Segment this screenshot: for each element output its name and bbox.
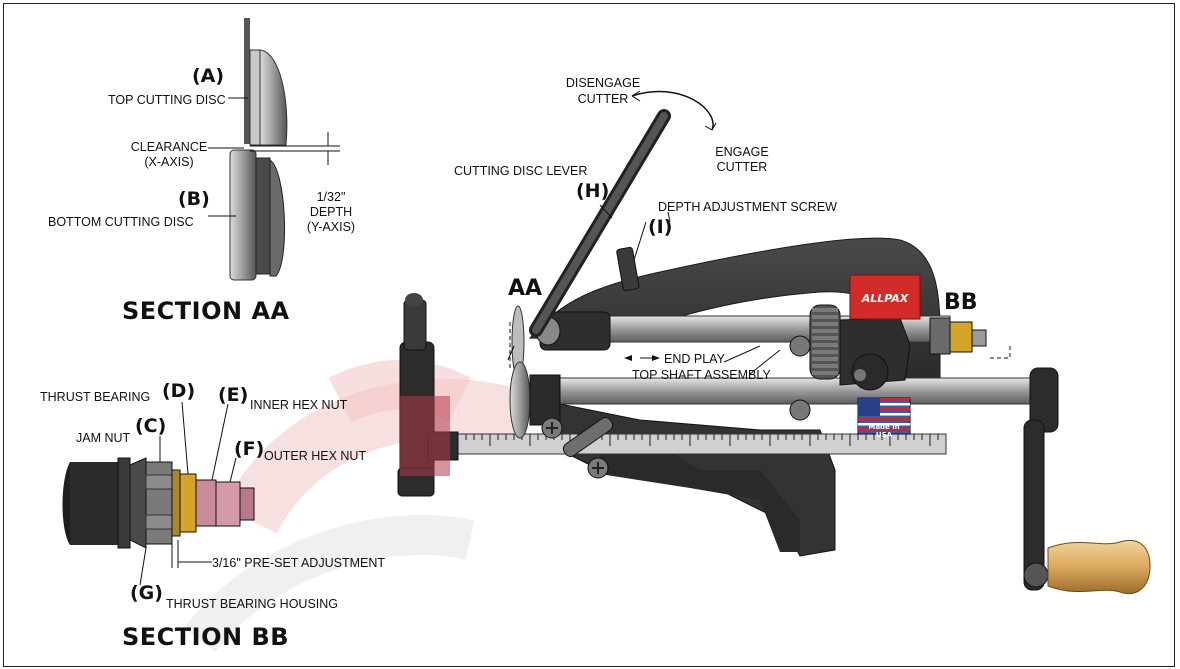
diagram-frame	[3, 3, 1175, 667]
bottom-cutting-disc-label: BOTTOM CUTTING DISC	[48, 215, 194, 229]
section-aa-drawing	[208, 18, 340, 281]
section-bb-drawing	[62, 401, 255, 586]
made-in-usa-text: Made in USA	[868, 423, 900, 439]
clearance-label-line1: CLEARANCE	[130, 140, 208, 154]
label-c-letter: (C)	[135, 415, 167, 437]
label-a-letter: (A)	[192, 65, 225, 87]
rotary-cutter-machine	[397, 90, 1151, 594]
outer-hex-nut-label: OUTER HEX NUT	[264, 449, 367, 463]
depth-label-line1: 1/32"	[316, 190, 346, 204]
jam-nut-label: JAM NUT	[76, 431, 131, 445]
disengage-label-line1: DISENGAGE	[565, 76, 641, 90]
brand-plate-text: ALLPAX	[861, 292, 909, 305]
preset-adjustment-label: 3/16" PRE-SET ADJUSTMENT	[212, 556, 385, 570]
cutting-disc-lever-label: CUTTING DISC LEVER	[454, 164, 588, 178]
top-cutting-disc-label: TOP CUTTING DISC	[108, 93, 226, 107]
inner-hex-nut-label: INNER HEX NUT	[250, 398, 348, 412]
label-g-letter: (G)	[130, 582, 163, 604]
thrust-bearing-label: THRUST BEARING	[40, 390, 151, 404]
label-e-letter: (E)	[218, 384, 249, 406]
clearance-label-line2: (X-AXIS)	[144, 155, 194, 169]
label-b-letter: (B)	[178, 188, 210, 210]
section-aa-title: SECTION AA	[122, 297, 290, 325]
depth-label-line3: (Y-AXIS)	[306, 220, 356, 234]
depth-label-line2: DEPTH	[309, 205, 353, 219]
end-play-label: END PLAY	[664, 352, 725, 366]
label-h-letter: (H)	[576, 180, 610, 202]
bb-section-marker: BB	[944, 290, 978, 315]
flag-stripes	[858, 398, 910, 431]
label-i-letter: (I)	[648, 216, 673, 238]
section-bb-title: SECTION BB	[122, 623, 290, 651]
top-shaft-assembly-label: TOP SHAFT ASSEMBLY	[632, 368, 771, 382]
engage-label-line2: CUTTER	[716, 160, 768, 174]
label-f-letter: (F)	[234, 438, 265, 460]
thrust-bearing-housing-label: THRUST BEARING HOUSING	[166, 597, 339, 611]
depth-adjustment-screw-label: DEPTH ADJUSTMENT SCREW	[658, 200, 837, 214]
aa-section-marker: AA	[508, 276, 543, 301]
label-d-letter: (D)	[162, 380, 196, 402]
engage-label-line1: ENGAGE	[715, 145, 769, 159]
disengage-label-line2: CUTTER	[577, 92, 629, 106]
gear-teeth	[812, 308, 838, 375]
